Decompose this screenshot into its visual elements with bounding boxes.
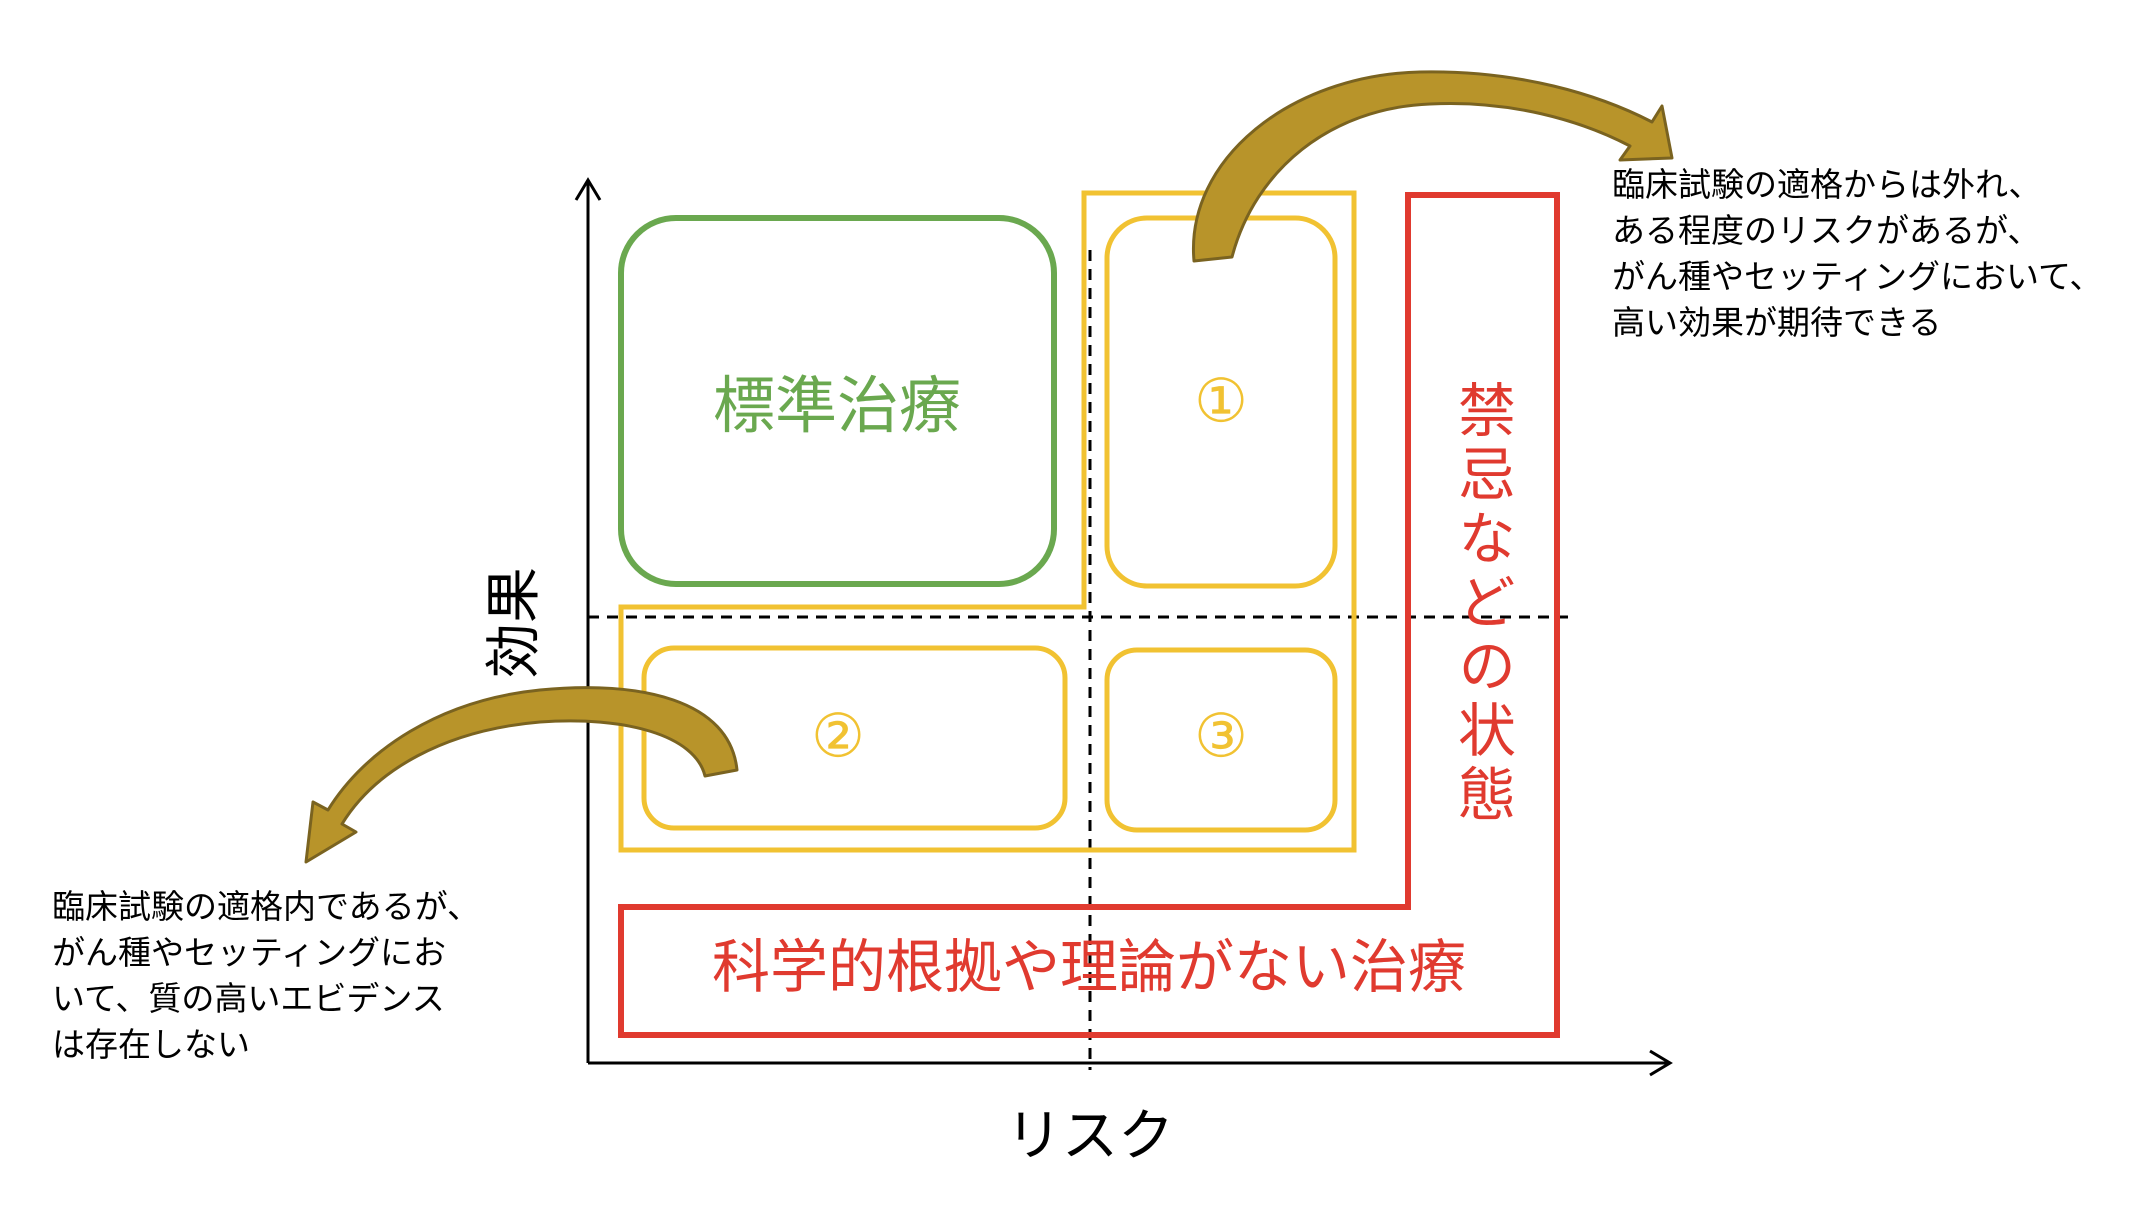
x-axis-label: リスク	[1006, 1104, 1174, 1169]
region-2-label: ②	[811, 702, 865, 772]
y-axis-label: 効果	[482, 567, 547, 679]
no-evidence-label: 科学的根拠や理論がない治療	[712, 933, 1466, 1001]
region-3-label: ③	[1194, 702, 1248, 772]
standard-treatment-label: 標準治療	[713, 369, 961, 442]
region-1-label: ①	[1194, 367, 1248, 437]
yellow-region-outline	[618, 190, 1357, 853]
note-bottom-left: 臨床試験の適格内であるが、 がん種やセッティングにお いて、質の高いエビデンス …	[52, 887, 481, 1064]
y-axis-arrowhead	[574, 177, 602, 201]
contraindicated-label: 禁忌などの状態	[1448, 380, 1516, 828]
curved-arrow-bottom	[304, 686, 739, 864]
region-3-box	[1104, 647, 1338, 833]
region-2-box	[641, 645, 1068, 831]
note-top-right: 臨床試験の適格からは外れ、 ある程度のリスクがあるが、 がん種やセッティングにお…	[1612, 165, 2103, 342]
standard-treatment-box	[618, 215, 1057, 587]
x-axis-arrowhead	[1649, 1049, 1673, 1077]
red-region-outline	[618, 192, 1560, 1038]
curved-arrow-top	[1191, 70, 1674, 263]
